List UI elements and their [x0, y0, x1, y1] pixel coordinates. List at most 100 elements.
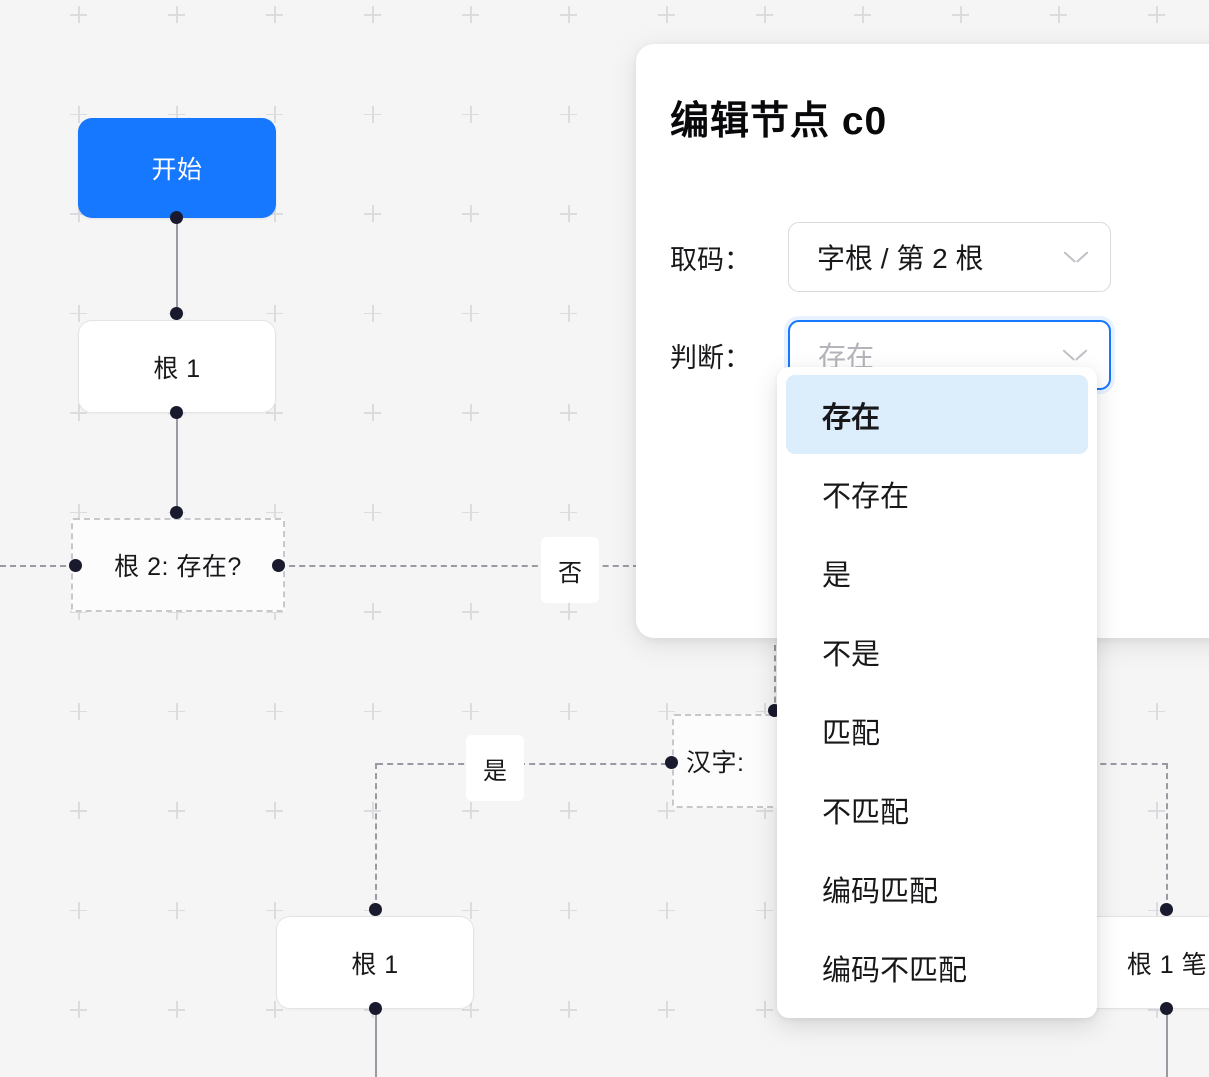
node-start[interactable]: 开始	[78, 118, 276, 218]
grid-cross	[266, 6, 283, 23]
grid-cross	[70, 901, 87, 919]
grid-cross	[266, 802, 283, 819]
grid-cross	[560, 901, 577, 919]
grid-cross	[364, 503, 381, 521]
node-cond1-label: 根 2: 存在?	[114, 553, 242, 581]
field-label-panduan: 判断：	[670, 342, 751, 373]
chevron-down-icon	[1064, 245, 1088, 269]
grid-cross	[462, 6, 479, 23]
grid-cross	[70, 6, 87, 23]
grid-cross	[462, 404, 479, 421]
grid-cross	[560, 105, 577, 123]
field-row-quma: 取码： 字根 / 第 2 根	[670, 222, 1111, 292]
handle-gen3-top[interactable]	[1160, 903, 1173, 916]
handle-gen2-bottom[interactable]	[369, 1002, 382, 1015]
grid-cross	[462, 802, 479, 819]
edge-no-drop	[774, 645, 776, 713]
grid-cross	[70, 304, 87, 322]
grid-cross	[1148, 6, 1165, 23]
grid-cross	[560, 702, 577, 720]
grid-cross	[70, 1001, 87, 1018]
handle-gen2-top[interactable]	[369, 903, 382, 916]
handle-gen3-bottom[interactable]	[1160, 1002, 1173, 1015]
grid-cross	[168, 802, 185, 819]
grid-cross	[854, 6, 871, 23]
grid-cross	[756, 901, 773, 919]
edge-gen3-down	[1166, 1013, 1168, 1077]
dropdown-option[interactable]: 不存在	[822, 480, 910, 513]
node-gen2-label: 根 1	[351, 950, 399, 979]
grid-cross	[1148, 702, 1165, 720]
edge-label-yes[interactable]: 是	[466, 735, 524, 801]
panduan-select-placeholder: 存在	[818, 341, 875, 372]
grid-cross	[560, 503, 577, 521]
edge-label-no-text: 否	[558, 559, 582, 587]
grid-cross	[266, 304, 283, 322]
grid-cross	[560, 404, 577, 421]
edge-label-no[interactable]: 否	[541, 537, 599, 603]
grid-cross	[168, 702, 185, 720]
field-label-quma: 取码：	[670, 244, 751, 275]
handle-gen1-top[interactable]	[170, 307, 183, 320]
grid-cross	[364, 702, 381, 720]
dialog-title: 编辑节点 c0	[670, 100, 888, 143]
grid-cross	[1050, 6, 1067, 23]
edge-right-vertical	[1166, 763, 1168, 910]
edge-gen2-down	[375, 1013, 377, 1077]
grid-cross	[462, 603, 479, 620]
quma-select-value: 字根 / 第 2 根	[817, 243, 984, 274]
edge-start-to-gen1	[176, 216, 178, 320]
grid-cross	[658, 6, 675, 23]
chevron-down-icon	[1063, 343, 1087, 367]
dropdown-option[interactable]: 编码不匹配	[822, 954, 968, 987]
grid-cross	[364, 304, 381, 322]
handle-cond1-top[interactable]	[170, 506, 183, 519]
node-gen1[interactable]: 根 1	[78, 320, 276, 413]
grid-cross	[560, 1001, 577, 1018]
grid-cross	[1148, 802, 1165, 819]
grid-cross	[168, 1001, 185, 1018]
node-gen3-label: 根 1 笔	[1126, 950, 1208, 979]
dropdown-option[interactable]: 存在	[786, 375, 1088, 454]
edge-gen1-to-cond1	[176, 412, 178, 517]
grid-cross	[756, 1001, 773, 1018]
edge-yes-vertical	[375, 763, 377, 910]
handle-cond1-right[interactable]	[272, 559, 285, 572]
grid-cross	[462, 105, 479, 123]
handle-hanzi-left[interactable]	[665, 756, 678, 769]
grid-cross	[462, 205, 479, 222]
grid-cross	[462, 304, 479, 322]
node-hanzi-label: 汉字:	[686, 749, 745, 777]
edge-cond1-no	[279, 565, 639, 567]
handle-start-bottom[interactable]	[170, 211, 183, 224]
grid-cross	[266, 901, 283, 919]
grid-cross	[70, 702, 87, 720]
dropdown-option[interactable]: 编码匹配	[822, 875, 939, 908]
dropdown-option[interactable]: 不是	[822, 638, 881, 671]
grid-cross	[70, 802, 87, 819]
edge-cond1-left-stub	[0, 565, 76, 567]
handle-cond1-left[interactable]	[69, 559, 82, 572]
grid-cross	[658, 1001, 675, 1018]
dropdown-option[interactable]: 匹配	[822, 717, 881, 750]
grid-cross	[364, 205, 381, 222]
node-start-label: 开始	[151, 156, 203, 184]
grid-cross	[560, 6, 577, 23]
grid-cross	[658, 901, 675, 919]
grid-cross	[364, 603, 381, 620]
grid-cross	[462, 702, 479, 720]
grid-cross	[266, 702, 283, 720]
grid-cross	[560, 304, 577, 322]
quma-select[interactable]: 字根 / 第 2 根	[788, 222, 1111, 292]
grid-cross	[364, 802, 381, 819]
edge-right-horizontal	[1090, 763, 1168, 765]
grid-cross	[560, 603, 577, 620]
grid-cross	[364, 404, 381, 421]
node-cond1[interactable]: 根 2: 存在?	[71, 518, 285, 612]
dropdown-option[interactable]: 是	[822, 559, 852, 592]
grid-cross	[462, 503, 479, 521]
node-gen2[interactable]: 根 1	[276, 916, 474, 1009]
dropdown-option[interactable]: 不匹配	[822, 796, 910, 829]
panduan-dropdown-list[interactable]: 存在 不存在 是 不是 匹配 不匹配 编码匹配 编码不匹配	[777, 367, 1097, 1018]
handle-gen1-bottom[interactable]	[170, 406, 183, 419]
